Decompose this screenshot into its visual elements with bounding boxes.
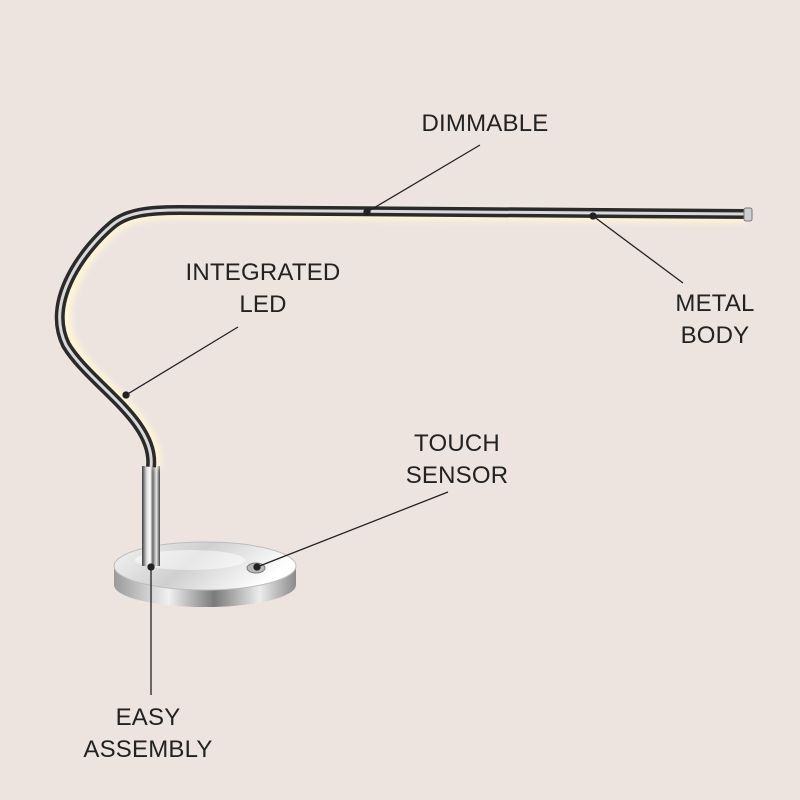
callout-dimmable: DIMMABLE [400,108,570,140]
leader-touch-sensor-dot [253,563,261,571]
callout-metal-body: METAL BODY [640,288,790,352]
lamp-base [113,541,297,607]
callout-easy-assembly-line-1: EASY [115,704,181,731]
leader-metal-body [592,215,684,284]
leader-dimmable [366,144,481,213]
leader-integrated-led [125,326,239,396]
lamp-stem [142,466,160,566]
callout-metal-body-line-2: BODY [680,322,750,349]
callout-dimmable-line-1: DIMMABLE [421,110,549,137]
leader-metal-body-dot [589,212,597,220]
callout-integrated-led: INTEGRATED LED [173,257,353,321]
leader-integrated-led-dot [122,391,130,399]
leader-easy-assembly-dot [147,563,155,571]
leader-lines [122,144,684,695]
callout-touch-sensor-line-1: TOUCH [414,430,500,457]
arm-end-cap [743,207,753,222]
callout-touch-sensor-line-2: SENSOR [405,462,509,489]
base-reflection [135,550,245,570]
leader-touch-sensor [256,491,449,568]
callout-metal-body-line-1: METAL [675,290,755,317]
leader-dimmable-dot [363,208,371,216]
callout-easy-assembly-line-2: ASSEMBLY [83,736,213,763]
callout-touch-sensor: TOUCH SENSOR [377,428,537,492]
callout-integrated-led-line-1: INTEGRATED [185,259,341,286]
lamp-arm-highlight [58,208,749,468]
callout-integrated-led-line-2: LED [239,291,287,318]
callout-easy-assembly: EASY ASSEMBLY [68,702,228,766]
